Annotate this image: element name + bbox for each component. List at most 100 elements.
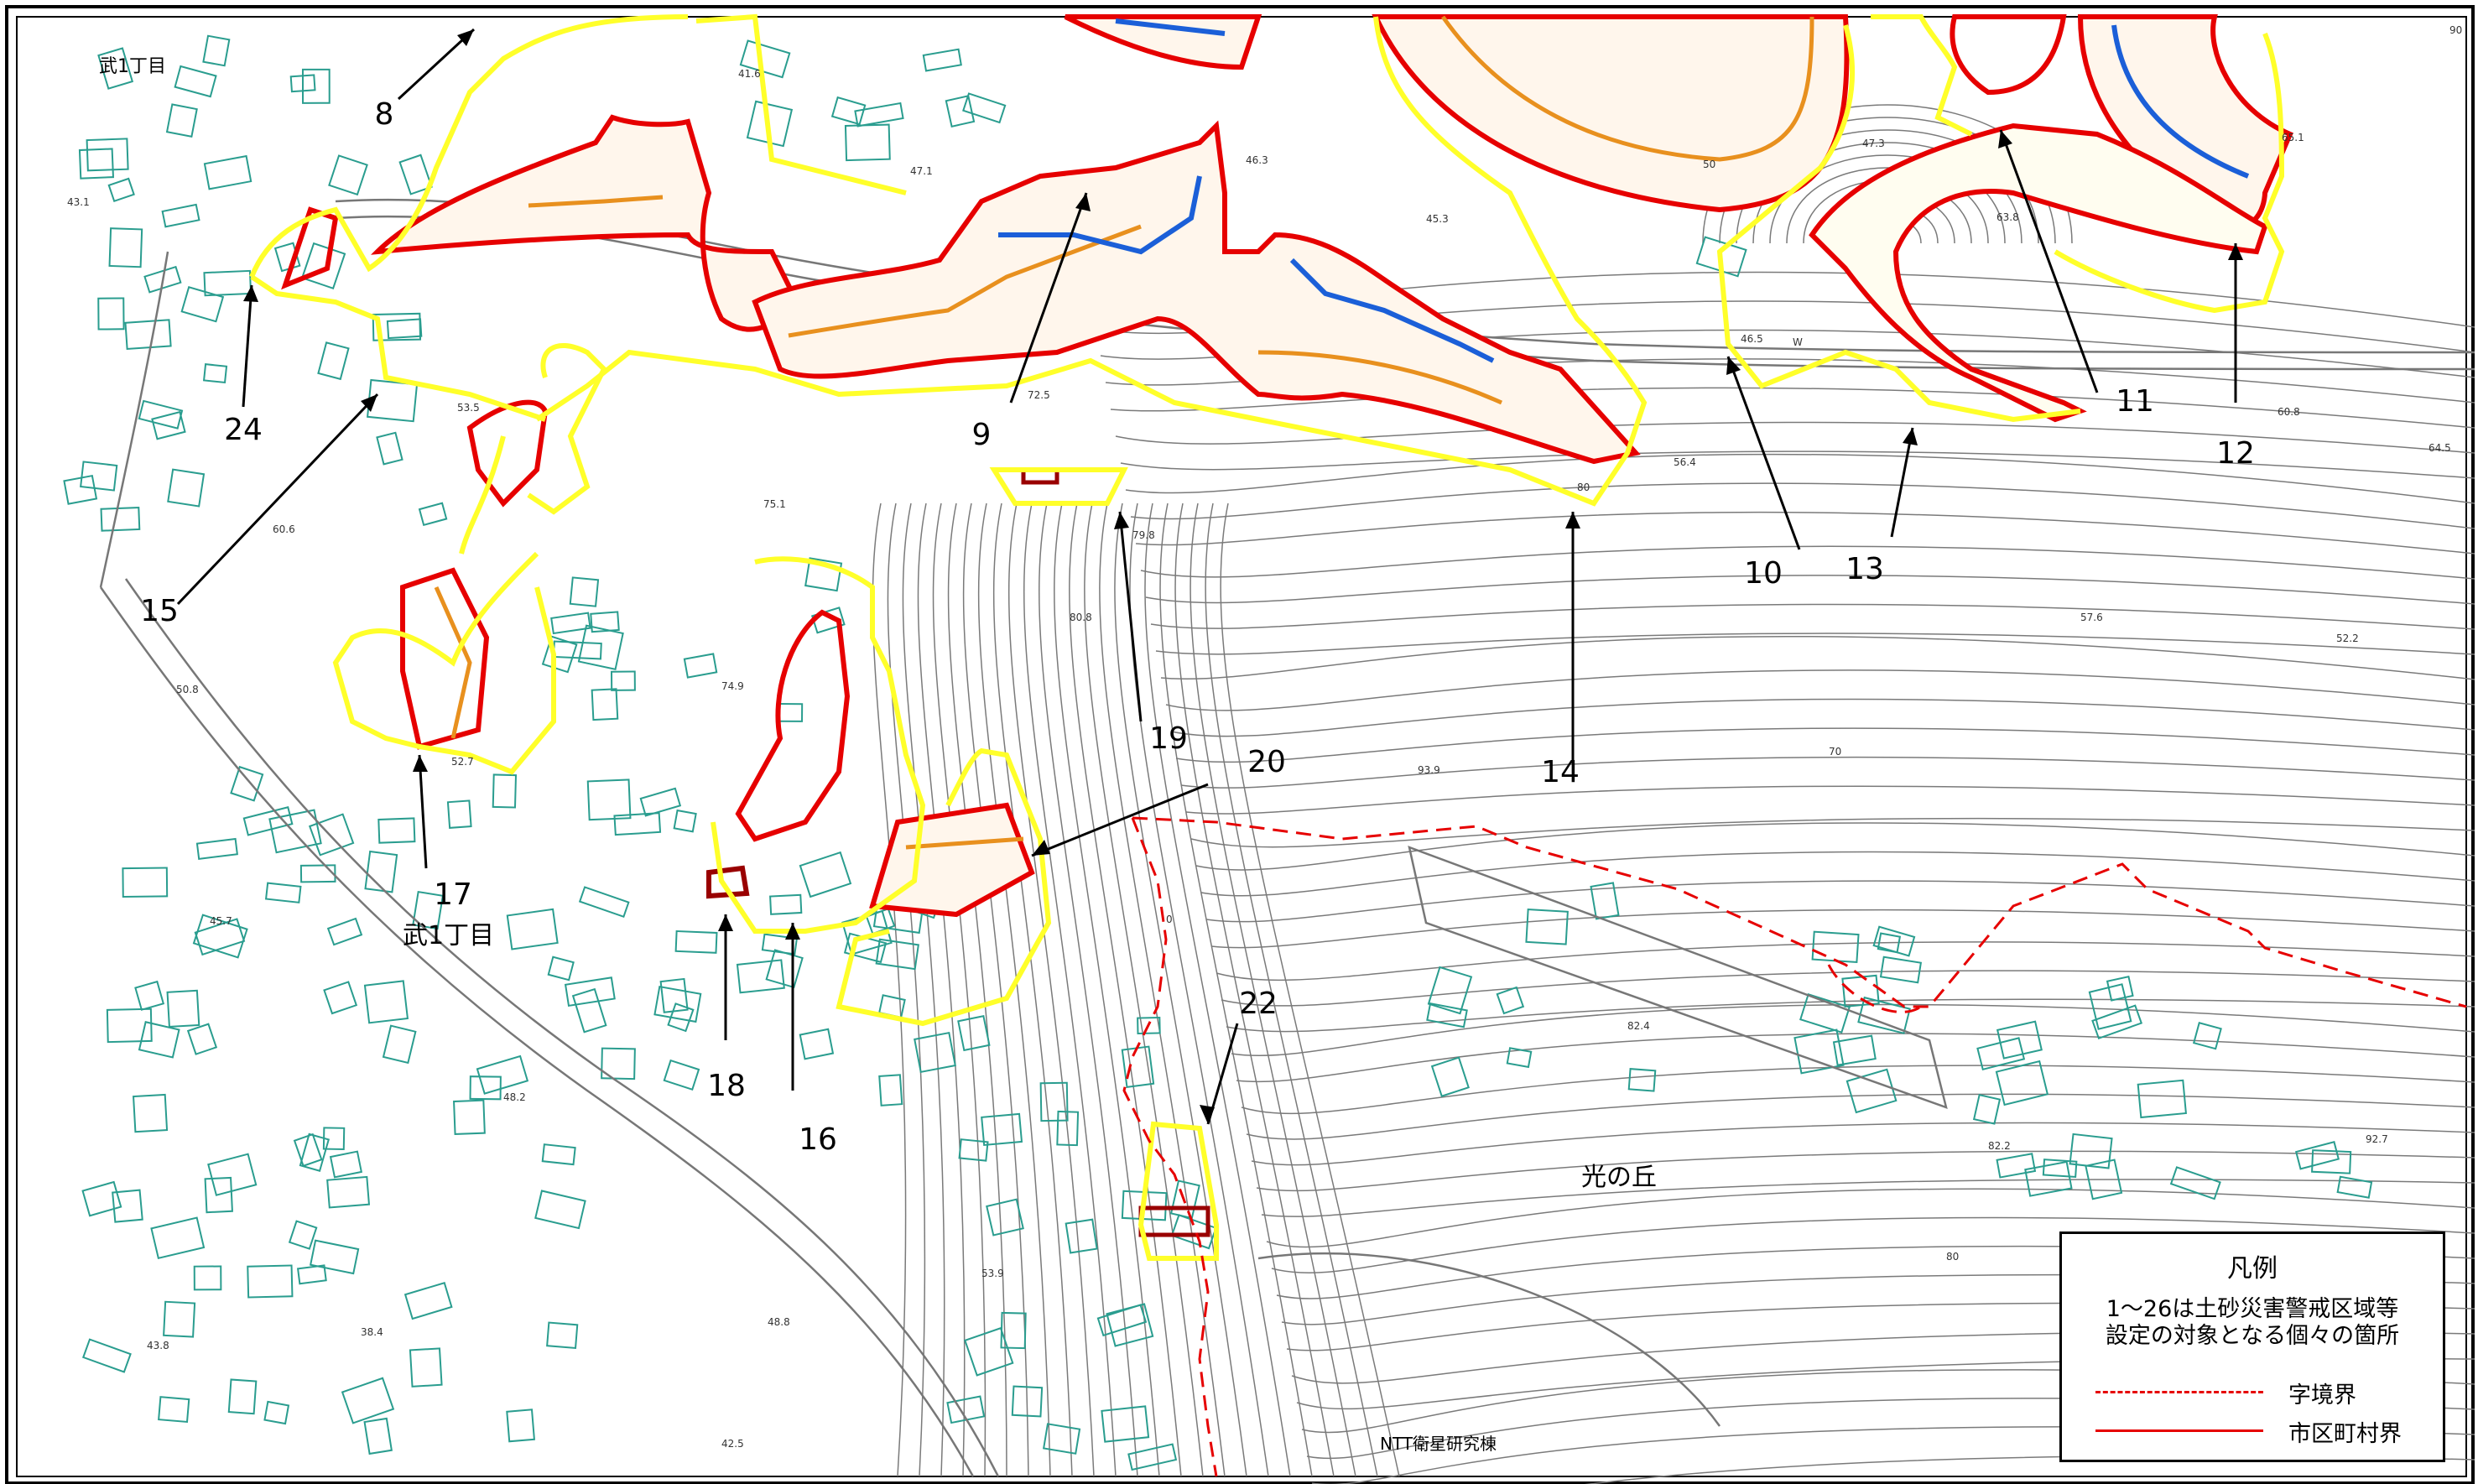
contour-line	[1099, 502, 1226, 1477]
elevation-label: 82.2	[1988, 1140, 2011, 1152]
building	[167, 468, 206, 508]
leader-arrows	[176, 28, 2237, 1125]
contour-line	[1140, 545, 2475, 580]
contour-line	[1205, 880, 2475, 923]
contour-line	[992, 502, 1073, 1477]
contour-line	[1231, 1003, 2475, 1057]
contour-line	[1129, 502, 1269, 1477]
elevation-label: 79.8	[1132, 529, 1155, 541]
building	[398, 154, 433, 195]
building	[227, 1378, 258, 1415]
building	[1096, 1304, 1148, 1337]
contour-line	[1023, 502, 1117, 1477]
legend-description-line2: 設定の対象となる個々の箇所	[2105, 1323, 2400, 1349]
building	[288, 1220, 318, 1250]
building	[1000, 1311, 1027, 1350]
building	[308, 813, 355, 857]
building	[166, 989, 200, 1028]
building	[1627, 1068, 1657, 1092]
elevation-label: 47.1	[910, 165, 933, 177]
building	[107, 177, 135, 203]
building	[2137, 1079, 2187, 1119]
building	[564, 976, 616, 1008]
building	[363, 1417, 393, 1455]
contour-line	[1210, 909, 2475, 949]
contour-line	[1125, 453, 2475, 504]
contour-line	[1159, 502, 1313, 1477]
building	[1137, 1017, 1161, 1034]
elevation-label: 50.8	[176, 684, 199, 695]
elevation-label: 70	[1829, 746, 1841, 758]
building	[844, 123, 891, 162]
building	[945, 95, 976, 128]
building	[1430, 1056, 1470, 1097]
building	[469, 1075, 502, 1101]
building	[203, 269, 252, 297]
building	[193, 1265, 222, 1291]
building	[854, 102, 904, 128]
elevation-label: 52.2	[2336, 633, 2359, 644]
contour-line	[1190, 817, 2475, 848]
contour-line	[1054, 502, 1160, 1477]
elevation-label: W	[1793, 336, 1803, 348]
legend-description-line1: 1〜26は土砂災害警戒区域等	[2106, 1296, 2399, 1322]
building	[203, 154, 252, 190]
building	[2042, 1159, 2078, 1179]
building	[289, 74, 316, 93]
building	[830, 96, 867, 126]
building	[1811, 930, 1860, 964]
building	[174, 65, 217, 98]
building	[1039, 1081, 1069, 1122]
legend-label-municipal-boundary: 市区町村界	[2288, 1421, 2402, 1447]
building	[799, 851, 852, 898]
building	[108, 227, 143, 268]
building	[363, 980, 409, 1024]
building	[1525, 909, 1569, 945]
building	[165, 103, 198, 138]
elevation-label: 82.4	[1627, 1020, 1650, 1032]
building	[946, 1395, 986, 1424]
building	[761, 933, 799, 955]
building	[639, 787, 682, 817]
building	[453, 1099, 486, 1136]
legend-swatch-dashed	[2095, 1391, 2263, 1393]
building	[1170, 1214, 1217, 1250]
building	[409, 1347, 443, 1388]
building	[1496, 986, 1525, 1015]
building	[81, 1338, 132, 1373]
building	[958, 1138, 989, 1162]
elevation-label: 80.8	[1070, 612, 1092, 623]
elevation-label: 75.1	[763, 498, 786, 510]
elevation-label: 92.7	[2366, 1133, 2388, 1145]
building	[81, 1180, 122, 1217]
elevation-label: 56.4	[1674, 456, 1696, 468]
elevation-label: 65.1	[2282, 132, 2304, 143]
place-label-take-top: 武1丁目	[99, 56, 166, 77]
building	[1996, 1153, 2037, 1179]
site-number-8: 8	[375, 97, 394, 132]
legend-title: 凡例	[2227, 1254, 2278, 1284]
contour-line	[1120, 450, 2475, 479]
building	[382, 1024, 417, 1065]
elevation-label: 38.4	[361, 1326, 383, 1338]
building	[80, 461, 118, 492]
elevation-label: 48.2	[503, 1091, 526, 1103]
building	[590, 611, 620, 633]
building	[300, 242, 346, 289]
site-number-14: 14	[1541, 755, 1580, 789]
building	[591, 688, 619, 721]
building	[150, 1216, 206, 1260]
building	[804, 557, 843, 592]
building	[329, 1150, 363, 1179]
contour-line	[1150, 603, 2475, 630]
elevation-label: 80	[1946, 1251, 1959, 1263]
elevation-label: 90	[2449, 24, 2462, 36]
building	[981, 1112, 1023, 1147]
contour-line	[1144, 502, 1291, 1477]
building	[736, 959, 785, 994]
building	[161, 203, 200, 228]
building	[124, 319, 172, 350]
site-number-11: 11	[2116, 384, 2154, 419]
building	[2024, 1160, 2073, 1197]
